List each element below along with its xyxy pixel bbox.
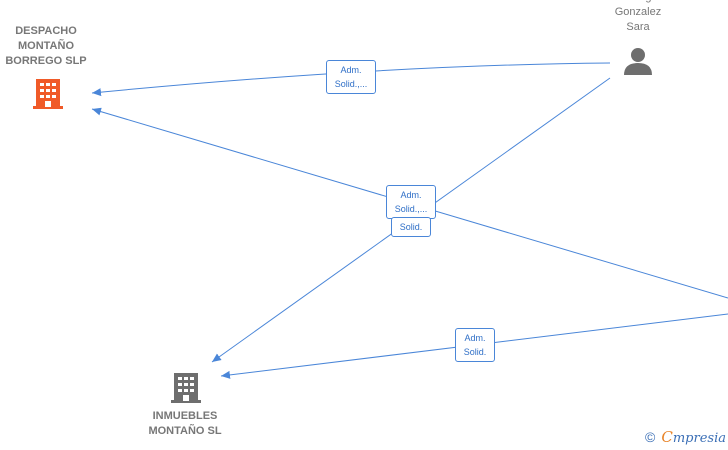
sara-label[interactable]: Borrego Gonzalez Sara	[614, 0, 662, 33]
building-icon-despacho[interactable]	[33, 79, 63, 109]
edge-label-sara-despacho[interactable]: Adm. Solid.,...	[326, 60, 376, 94]
inmuebles-label[interactable]: INMUEBLES MONTAÑO SL	[148, 410, 222, 437]
edge-label-right-despacho[interactable]: Adm. Solid.,...	[386, 185, 436, 219]
building-icon-inmuebles[interactable]	[171, 373, 201, 403]
brand-logo-text: mpresia	[672, 431, 726, 446]
edge-label-sara-inmuebles[interactable]: Solid.	[391, 217, 431, 237]
copyright-symbol: ©	[645, 429, 656, 445]
despacho-label[interactable]: DESPACHO MONTAÑO BORREGO SLP	[5, 25, 87, 67]
edge-label-right-inmuebles[interactable]: Adm. Solid.	[455, 328, 495, 362]
person-icon-sara[interactable]	[624, 48, 652, 75]
brand-logo-e: C	[661, 428, 673, 446]
empresia-footer: © Cmpresia	[645, 428, 726, 446]
